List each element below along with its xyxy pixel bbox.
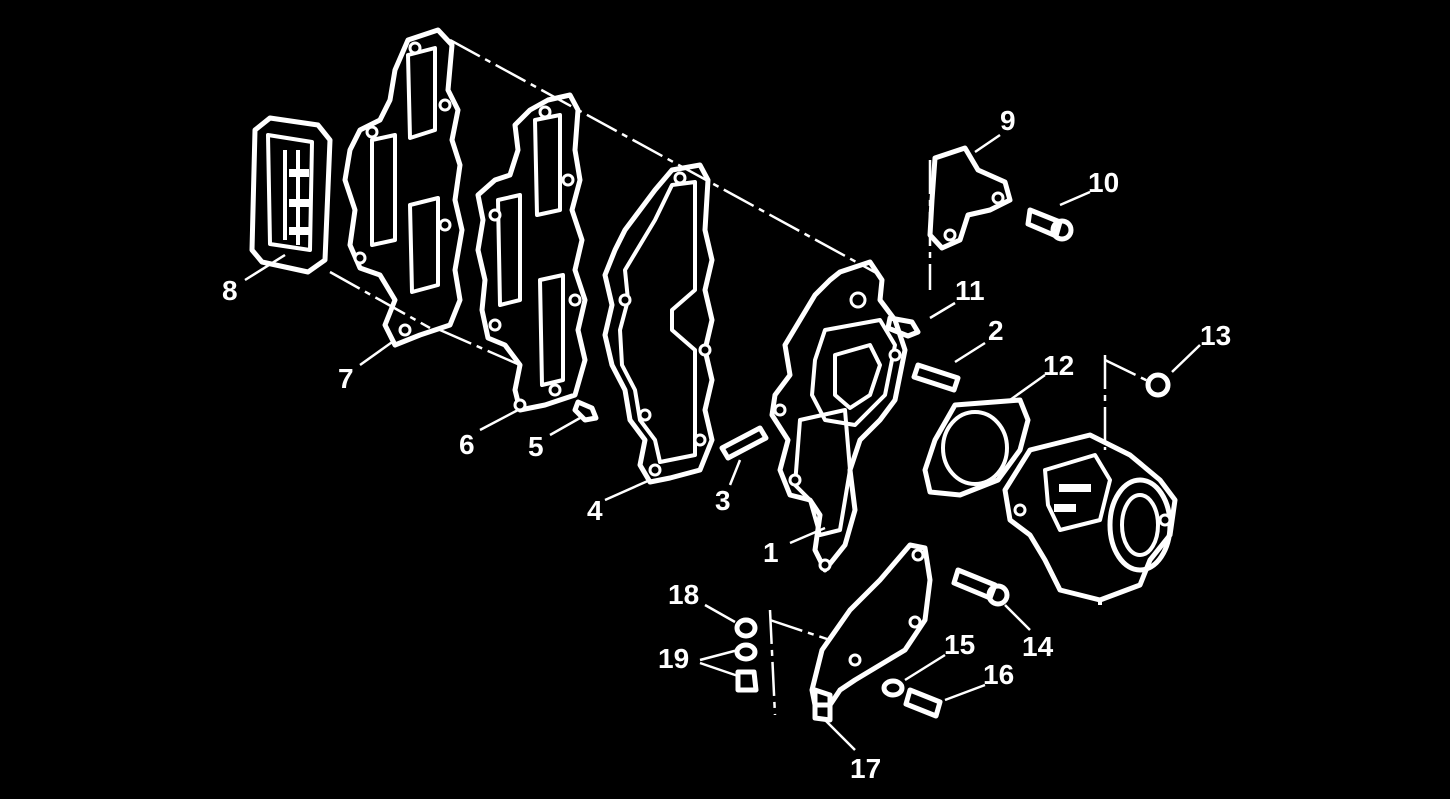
callout-2: 2 (988, 315, 1004, 346)
gasket-7-part (342, 27, 465, 348)
gasket-12-part (922, 397, 1031, 498)
carburetor-part (1002, 432, 1178, 605)
screw-5-part (572, 399, 599, 423)
intake-manifold-1-part (769, 259, 908, 573)
fitting-11-part (885, 315, 921, 339)
stud-3-part (719, 425, 769, 461)
callout-5: 5 (528, 431, 544, 462)
callout-8: 8 (222, 275, 238, 306)
bolt-16-part (903, 687, 943, 719)
callout-7: 7 (338, 363, 354, 394)
stud-2-part (911, 362, 961, 393)
callout-4: 4 (587, 495, 603, 526)
leader-lines (244, 133, 1201, 751)
callout-15: 15 (944, 629, 975, 660)
gasket-4-part (602, 162, 715, 485)
callout-9: 9 (1000, 105, 1016, 136)
callout-10: 10 (1088, 167, 1119, 198)
callout-16: 16 (983, 659, 1014, 690)
callout-18: 18 (668, 579, 699, 610)
callout-labels: 1 2 3 4 5 6 7 8 9 10 11 12 13 14 15 16 1… (222, 105, 1231, 784)
washer-15-part (881, 678, 905, 698)
callout-3: 3 (715, 485, 731, 516)
callout-1: 1 (763, 537, 779, 568)
nut-13-part (1145, 372, 1171, 398)
callout-13: 13 (1200, 320, 1231, 351)
bracket-9-part (927, 145, 1013, 251)
callout-11: 11 (955, 275, 985, 306)
callout-14: 14 (1022, 631, 1054, 662)
bolt-10-part (1025, 207, 1074, 242)
bracket-17-part (809, 542, 933, 723)
callout-17: 17 (850, 753, 881, 784)
grommet-18-part (734, 617, 758, 639)
callout-12: 12 (1043, 350, 1074, 381)
reed-plate-6-part (475, 92, 588, 413)
callout-19: 19 (658, 643, 689, 674)
grommet-19-part (734, 642, 759, 693)
reed-block-part (249, 115, 333, 275)
callout-6: 6 (459, 429, 475, 460)
bolt-14-part (951, 567, 1010, 607)
